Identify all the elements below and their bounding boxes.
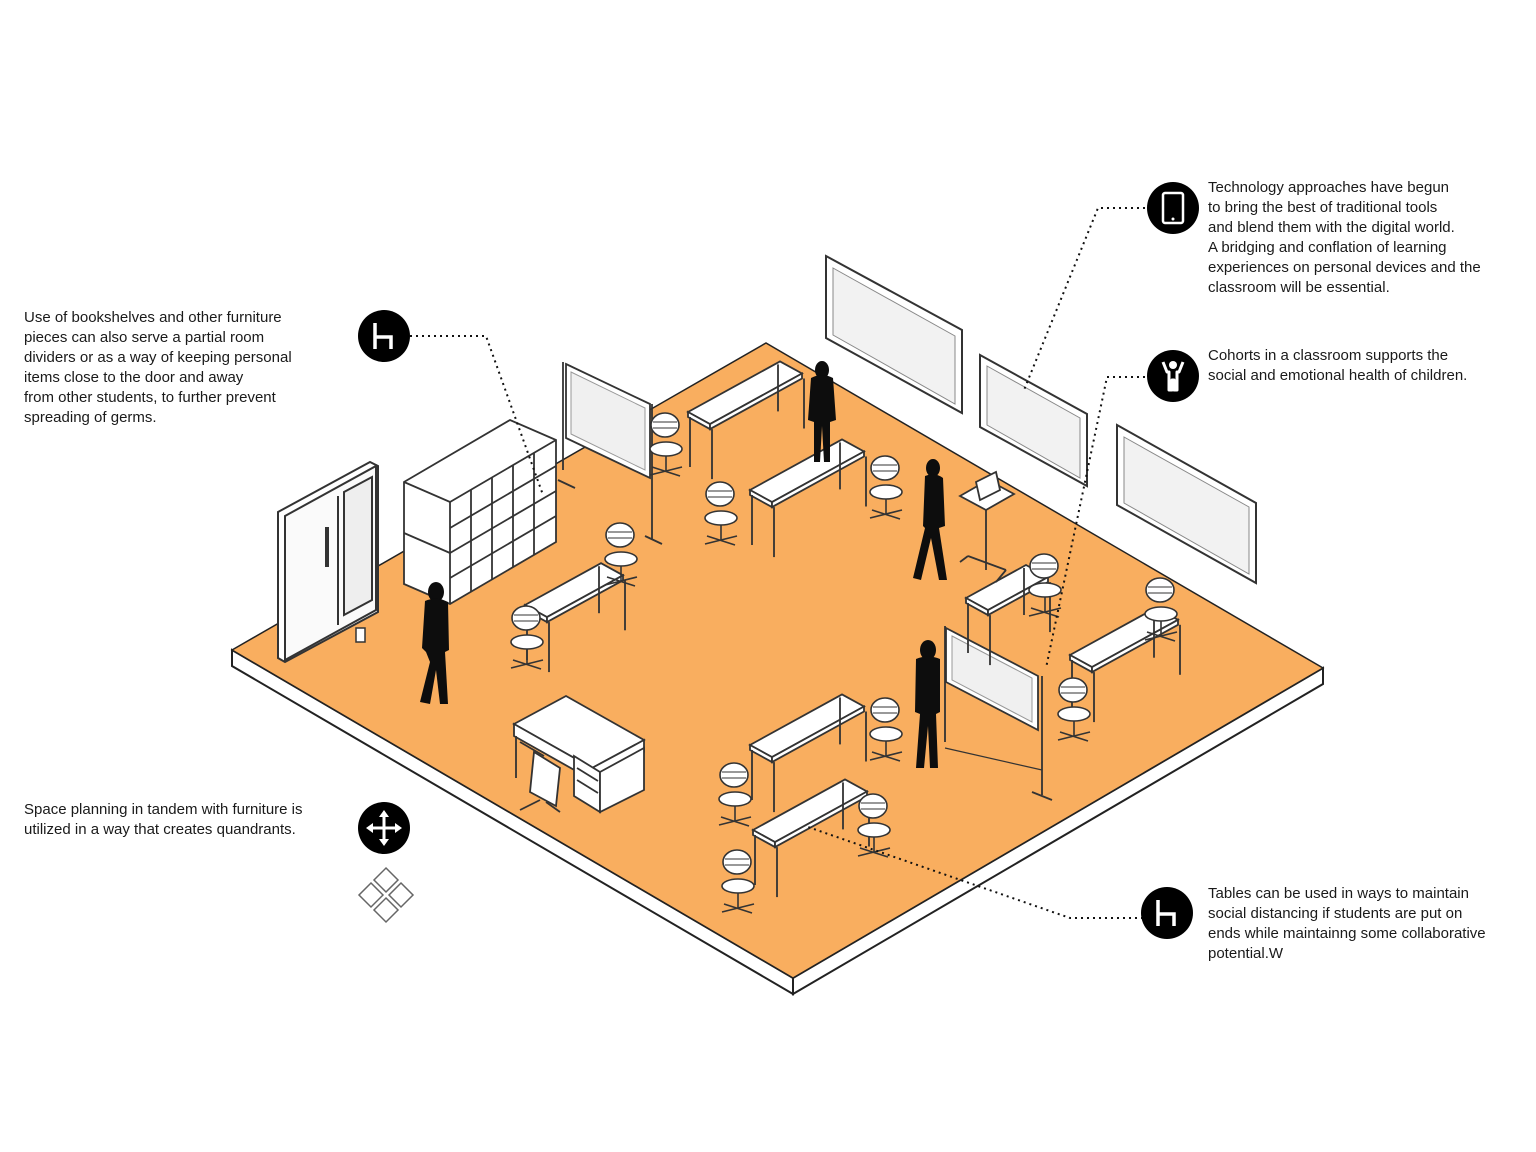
student-chair	[510, 605, 544, 670]
annotation-tables: Tables can be used in ways to maintain s…	[1208, 885, 1486, 962]
leader-line	[410, 335, 544, 496]
person-silhouette	[808, 361, 836, 462]
leader-line	[1023, 207, 1145, 391]
trash-bin	[355, 627, 366, 643]
door	[277, 460, 379, 664]
student-chair	[604, 522, 638, 587]
laptop-podium	[958, 470, 1016, 583]
person-silhouette	[913, 459, 947, 580]
student-table	[748, 438, 867, 558]
chair-icon	[358, 310, 410, 362]
student-chair	[649, 412, 683, 477]
student-chair	[704, 481, 738, 546]
annotation-space-planning: Space planning in tandem with furniture …	[24, 801, 303, 838]
student-table	[751, 778, 870, 898]
student-chair	[1057, 677, 1091, 742]
annotation-furniture-dividers: Use of bookshelves and other furniture p…	[24, 309, 292, 426]
person-silhouette	[915, 640, 940, 768]
student-chair	[869, 455, 903, 520]
student-chair	[718, 762, 752, 827]
leader-line	[1045, 376, 1145, 669]
student-chair	[1028, 553, 1062, 618]
tablet-icon	[1147, 182, 1199, 234]
annotation-technology: Technology approaches have begun to brin…	[1208, 179, 1481, 296]
student-chair	[869, 697, 903, 762]
whiteboards	[557, 362, 1053, 801]
student-chairs	[510, 412, 1178, 914]
student-chair	[721, 849, 755, 914]
annotation-cohorts: Cohorts in a classroom supports the soci…	[1208, 347, 1468, 384]
student-table	[686, 360, 805, 480]
student-table	[748, 693, 867, 813]
wall-panels	[825, 254, 1257, 585]
quadrant-diagram	[357, 866, 415, 924]
leader-lines	[410, 207, 1145, 919]
person-silhouette	[420, 582, 449, 704]
person-icon	[1147, 350, 1199, 402]
bookshelves	[403, 418, 557, 606]
student-chair	[1144, 577, 1178, 642]
chair-icon	[1141, 887, 1193, 939]
student-table	[1068, 606, 1181, 723]
people-silhouettes	[420, 361, 947, 768]
teacher-desk	[512, 694, 646, 814]
student-chair	[857, 793, 891, 858]
move-arrows-icon	[358, 802, 410, 854]
student-tables	[523, 360, 1181, 898]
leader-line	[807, 826, 1143, 919]
